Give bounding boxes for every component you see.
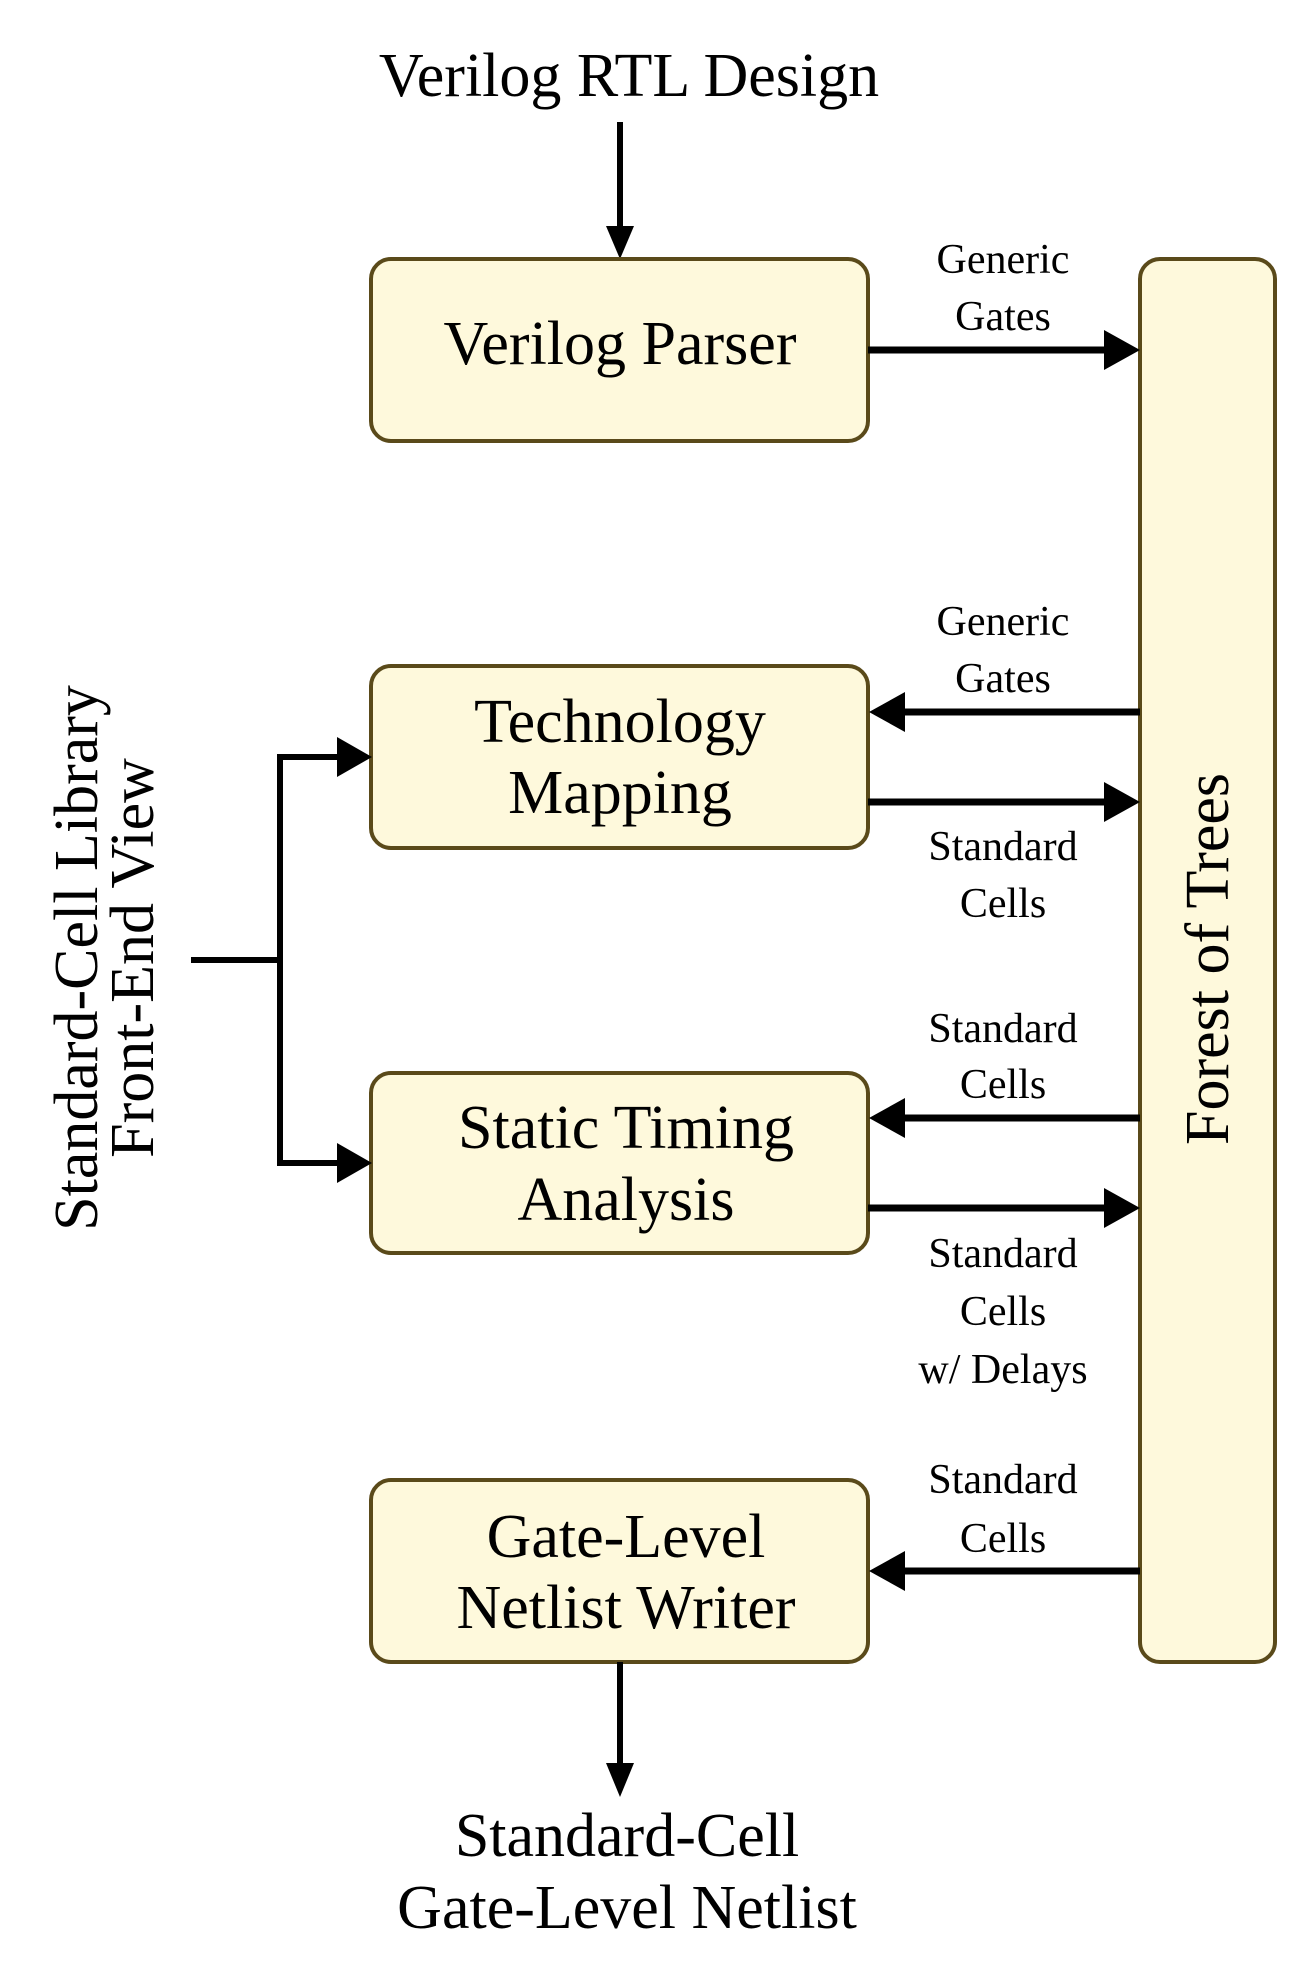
verilog-parser-label: Verilog Parser: [444, 310, 797, 378]
edge-label: Cells: [960, 1516, 1046, 1562]
arrowhead-right-icon: [1104, 330, 1140, 370]
forest-of-trees-label: Forest of Trees: [1174, 773, 1242, 1145]
edge-rtl-to-parser: [606, 122, 634, 259]
stage-static-timing-analysis: Static Timing Analysis: [369, 1071, 870, 1255]
edge-label: Cells: [960, 881, 1046, 927]
arrowhead-right-icon: [1104, 782, 1140, 822]
edge-label: Standard: [928, 1231, 1077, 1277]
edge-label: Cells: [960, 1289, 1046, 1335]
netlist-writer-label-line1: Gate-Level: [487, 1503, 766, 1571]
netlist-writer-label-line2: Netlist Writer: [456, 1574, 795, 1642]
static-timing-analysis-label-line2: Analysis: [518, 1166, 735, 1234]
edge-forest-to-sta: Standard Cells: [869, 1006, 1140, 1138]
edge-netlist-writer-to-output: [606, 1662, 634, 1797]
technology-mapping-label-line1: Technology: [474, 688, 766, 756]
stage-netlist-writer: Gate-Level Netlist Writer: [369, 1478, 870, 1664]
stage-verilog-parser: Verilog Parser: [369, 257, 870, 443]
stage-technology-mapping: Technology Mapping: [369, 664, 870, 850]
library-label-line2: Front-End View: [99, 758, 167, 1158]
edge-forest-to-techmap: Generic Gates: [869, 599, 1140, 732]
arrowhead-left-icon: [869, 1551, 905, 1591]
edge-label: Standard: [928, 824, 1077, 870]
output-label-line2: Gate-Level Netlist: [397, 1874, 857, 1942]
edge-forest-to-netlist-writer: Standard Cells: [869, 1457, 1140, 1591]
edge-label: Gates: [955, 294, 1051, 340]
edge-label: Standard: [928, 1006, 1077, 1052]
output-label-line1: Standard-Cell: [455, 1802, 799, 1870]
edge-label: Cells: [960, 1062, 1046, 1108]
forest-of-trees-box: [1138, 257, 1277, 1664]
edge-parser-to-forest: Generic Gates: [868, 237, 1140, 370]
technology-mapping-label-line2: Mapping: [508, 759, 732, 827]
static-timing-analysis-label-line1: Static Timing: [458, 1094, 794, 1162]
forest-of-trees-store: Forest of Trees: [1138, 257, 1277, 1664]
edge-label: w/ Delays: [918, 1347, 1087, 1393]
edge-techmap-to-forest: Standard Cells: [868, 782, 1140, 927]
edge-label: Generic: [937, 237, 1070, 283]
edge-label: Generic: [937, 599, 1070, 645]
arrowhead-down-icon: [606, 1763, 634, 1797]
library-label-line1: Standard-Cell Library: [43, 685, 111, 1231]
edge-library-bracket: [191, 737, 372, 1183]
arrowhead-left-icon: [869, 1098, 905, 1138]
edge-label: Gates: [955, 656, 1051, 702]
arrowhead-left-icon: [869, 692, 905, 732]
arrowhead-right-icon: [1104, 1188, 1140, 1228]
arrowhead-right-icon: [337, 1143, 372, 1183]
edge-sta-to-forest: Standard Cells w/ Delays: [868, 1188, 1140, 1393]
arrowhead-right-icon: [337, 737, 372, 777]
input-label: Verilog RTL Design: [379, 42, 879, 110]
arrowhead-down-icon: [606, 226, 634, 259]
edge-label: Standard: [928, 1457, 1077, 1503]
